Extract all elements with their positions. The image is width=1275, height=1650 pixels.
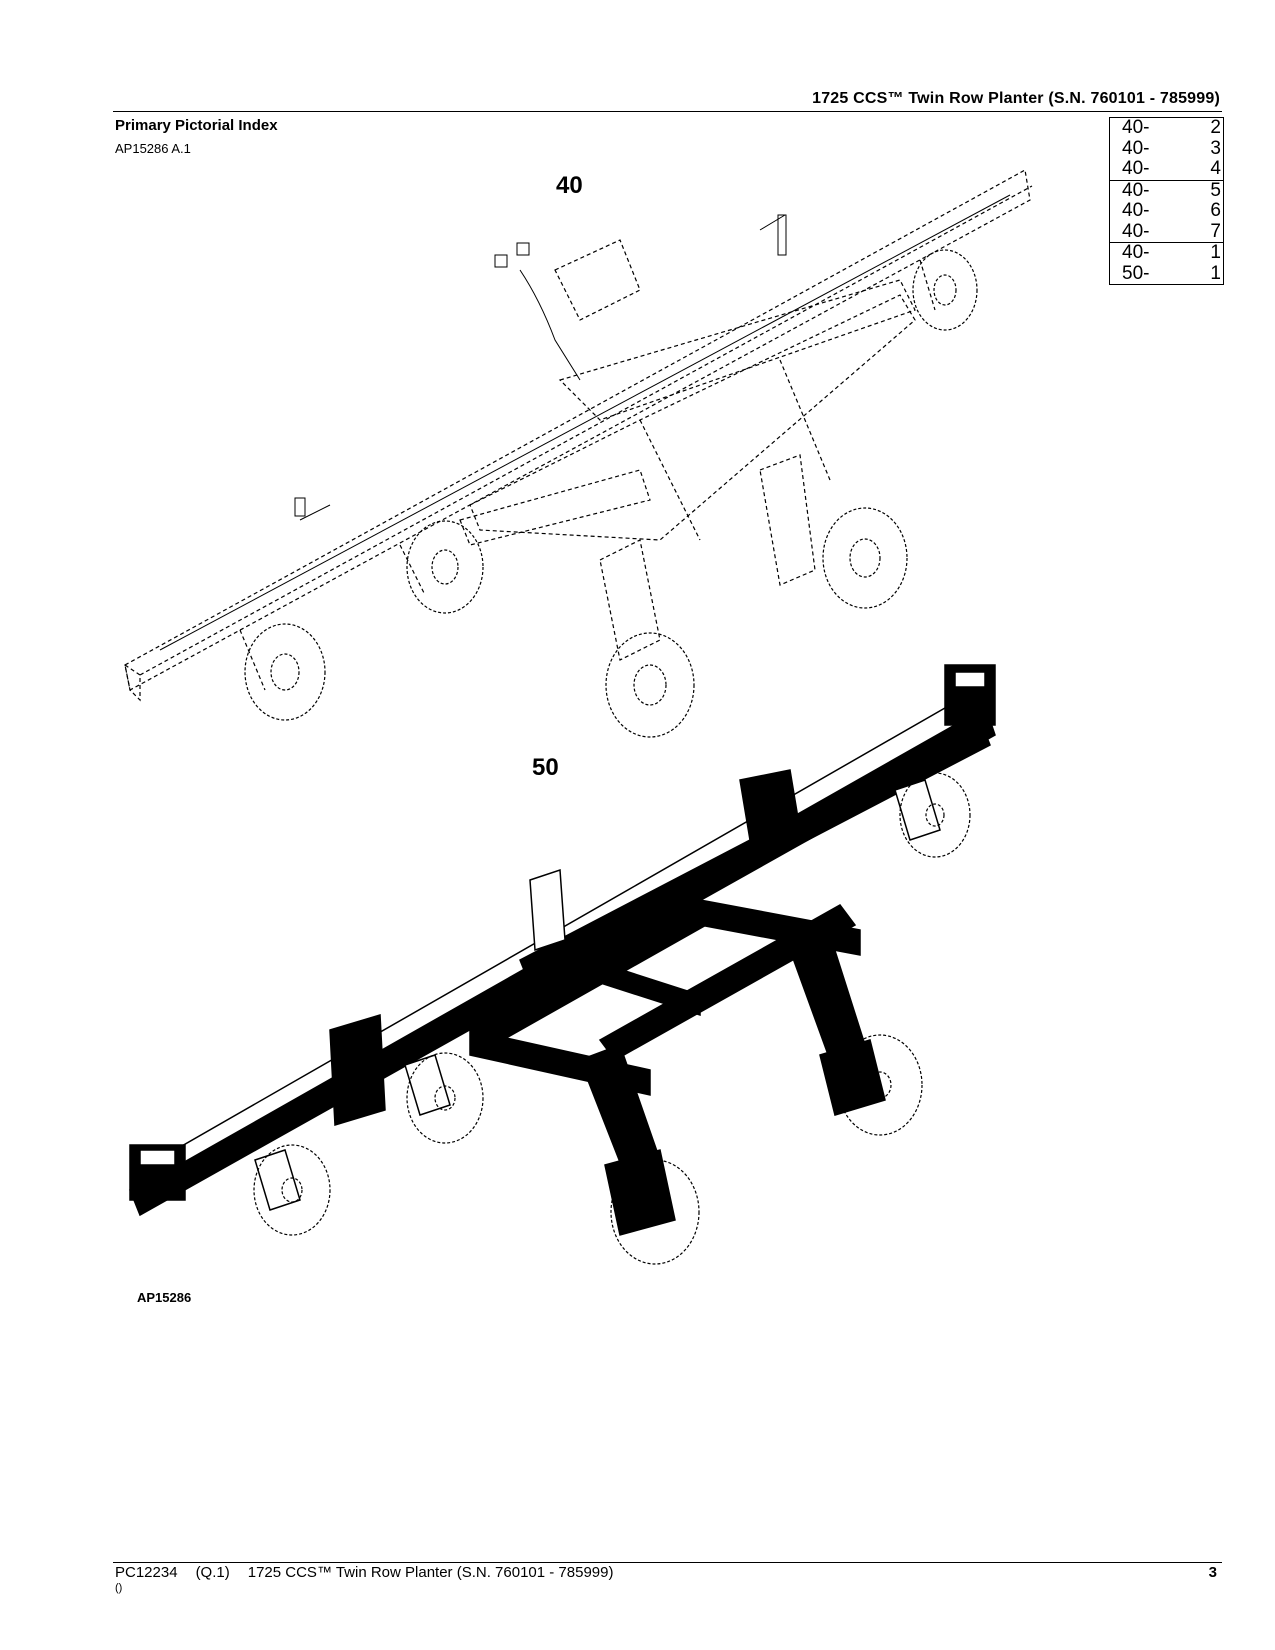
art-label: AP15286 xyxy=(137,1290,192,1305)
footer-line: PC12234 (Q.1) 1725 CCS™ Twin Row Planter (… xyxy=(115,1564,631,1581)
footer-doc-number: PC12234 xyxy=(115,1564,178,1581)
ref-page: 1 xyxy=(1210,262,1221,284)
ref-row[interactable]: 40- 5 xyxy=(1110,179,1223,202)
ref-page: 7 xyxy=(1210,220,1221,242)
header-rule xyxy=(113,111,1222,112)
ref-group-label: 50- xyxy=(1122,262,1150,284)
callout-upper: 40 xyxy=(556,172,583,199)
footer-sub: () xyxy=(115,1582,123,1594)
ref-group-label: 40- xyxy=(1122,242,1150,263)
footer-title: 1725 CCS™ Twin Row Planter (S.N. 760101 … xyxy=(247,1564,614,1581)
callout-lower: 50 xyxy=(532,754,559,781)
ref-row[interactable]: 40- 4 xyxy=(1110,158,1223,180)
ref-group-label: 40- xyxy=(1122,200,1150,221)
ref-page: 6 xyxy=(1210,200,1221,221)
ref-row[interactable]: 40- 1 xyxy=(1110,242,1223,264)
footer-rule xyxy=(113,1562,1222,1563)
ref-row[interactable]: 40- 6 xyxy=(1110,200,1223,222)
frame-drawing xyxy=(129,664,996,1236)
ref-group-label: 40- xyxy=(1122,137,1150,159)
harness-drawing xyxy=(124,169,1033,702)
ref-page: 3 xyxy=(1210,137,1221,159)
ref-row[interactable]: 50- 1 xyxy=(1110,262,1223,285)
reference-table: 40- 2 40- 3 40- 4 40- 5 40- 6 40- 7 40- 1 50- 1 xyxy=(1109,117,1224,285)
ref-group-label: 40- xyxy=(1122,158,1150,179)
page-number: 3 xyxy=(1208,1564,1217,1581)
ref-page: 2 xyxy=(1210,117,1221,138)
ref-row[interactable]: 40- 3 xyxy=(1110,137,1223,160)
ref-group-label: 40- xyxy=(1122,220,1150,242)
figure-code: AP15286 A.1 xyxy=(115,141,191,156)
harness-wheels xyxy=(244,249,978,738)
ref-row[interactable]: 40- 2 xyxy=(1110,117,1223,139)
ref-group-label: 40- xyxy=(1122,117,1150,138)
frame-wheels xyxy=(253,772,971,1265)
section-title: Primary Pictorial Index xyxy=(115,117,278,134)
ref-group-3: 40- 1 50- 1 xyxy=(1110,242,1223,285)
ref-group-2: 40- 5 40- 6 40- 7 xyxy=(1110,179,1223,243)
ref-page: 1 xyxy=(1210,242,1221,263)
harness-wires xyxy=(159,194,1011,651)
ref-group-label: 40- xyxy=(1122,179,1150,201)
ref-page: 4 xyxy=(1210,158,1221,179)
header-title: 1725 CCS™ Twin Row Planter (S.N. 760101 … xyxy=(812,90,1220,107)
footer-revision: (Q.1) xyxy=(195,1564,230,1581)
ref-page: 5 xyxy=(1210,179,1221,201)
ref-row[interactable]: 40- 7 xyxy=(1110,220,1223,243)
ref-group-1: 40- 2 40- 3 40- 4 xyxy=(1110,117,1223,181)
